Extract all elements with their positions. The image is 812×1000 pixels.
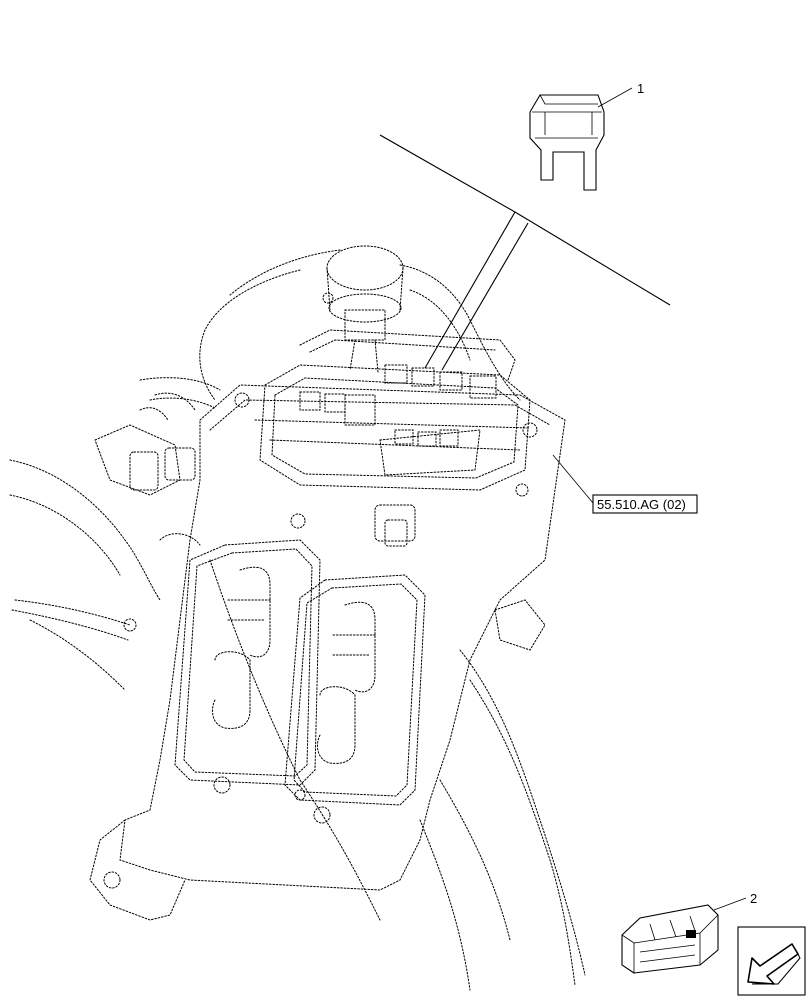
reference-leader [552, 454, 594, 504]
callout-2-leader [713, 897, 747, 911]
navigation-arrow-icon[interactable] [737, 926, 806, 996]
reference-label[interactable]: 55.510.AG (02) [597, 497, 686, 512]
callout-1-leader [597, 87, 633, 108]
callout-1-label: 1 [637, 81, 644, 96]
top-cylinder-component [326, 245, 404, 373]
ecu-module-left [174, 539, 321, 794]
mounting-bracket [89, 384, 566, 921]
reference-box [592, 494, 698, 514]
ecu-connectors [123, 504, 546, 651]
callout-2-label: 2 [750, 891, 757, 906]
wiring-harness-outline [9, 249, 586, 991]
ecu-module-right [284, 574, 426, 824]
left-connector-cluster [94, 392, 196, 496]
mini-fuse-icon [529, 94, 605, 191]
fuse-location-pointer [379, 134, 671, 371]
fuse-relay-box [234, 292, 538, 529]
fuse-box-pack-icon [621, 904, 719, 974]
